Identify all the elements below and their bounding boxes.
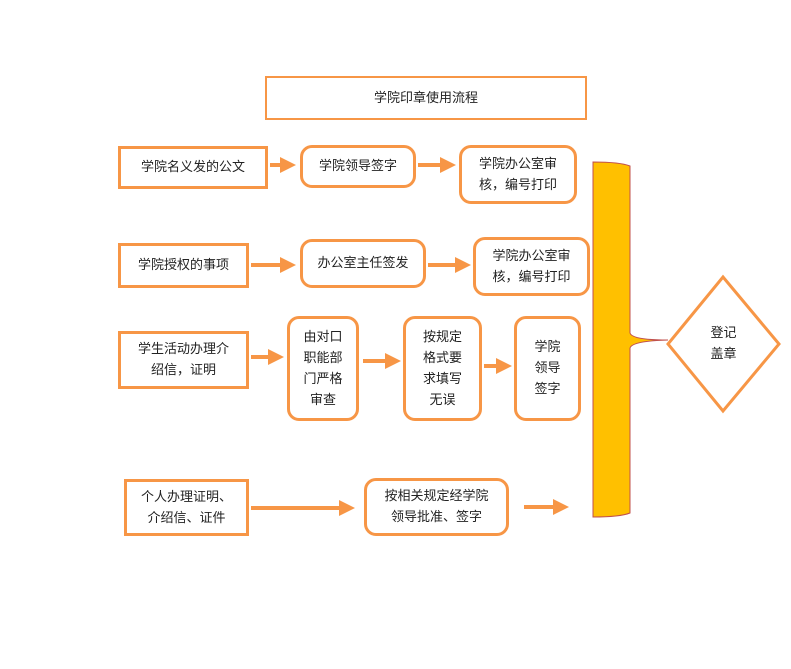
row4-source: 个人办理证明、 介绍信、证件 (124, 479, 249, 536)
row4-step-approval: 按相关规定经学院 领导批准、签字 (364, 478, 509, 536)
row1-step-office-review: 学院办公室审 核，编号打印 (459, 145, 577, 204)
page-title: 学院印章使用流程 (265, 76, 587, 120)
decision-diamond (666, 274, 781, 414)
right-brace (592, 161, 669, 518)
final-step-stamp: 登记 盖章 (710, 326, 737, 362)
row2-source: 学院授权的事项 (118, 243, 249, 288)
row3-source: 学生活动办理介 绍信，证明 (118, 331, 249, 389)
row3-step-format-check: 按规定 格式要 求填写 无误 (403, 316, 482, 421)
row3-step-leader-sign: 学院 领导 签字 (514, 316, 581, 421)
row1-step-leader-sign: 学院领导签字 (300, 145, 416, 188)
row2-step-office-review: 学院办公室审 核，编号打印 (473, 237, 590, 296)
row2-step-director-sign: 办公室主任签发 (300, 239, 426, 288)
row3-step-dept-review: 由对口 职能部 门严格 审查 (287, 316, 359, 421)
row1-source: 学院名义发的公文 (118, 146, 268, 189)
